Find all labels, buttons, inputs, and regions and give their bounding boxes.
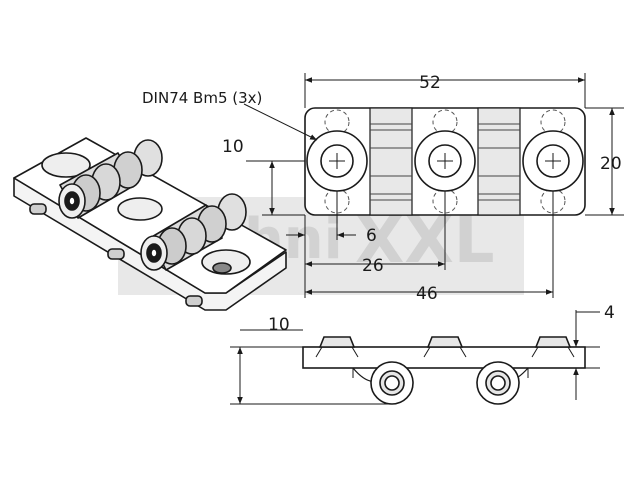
dimension-hole-to-edge: 10 <box>222 137 244 157</box>
dimension-height: 20 <box>600 154 622 174</box>
dimension-plate-thickness: 4 <box>604 303 615 323</box>
top-view <box>304 107 586 216</box>
dimension-to-center-hole: 26 <box>362 256 384 276</box>
top-view-dimension-text: 52 20 10 6 26 46 DIN74 Bm5 (3x) <box>142 73 622 304</box>
isometric-view <box>13 137 287 311</box>
dimension-to-last-hole: 46 <box>416 284 438 304</box>
dimension-edge-to-axis: 6 <box>366 226 377 246</box>
side-view-dimensions <box>230 310 600 405</box>
dimension-overall-length: 52 <box>419 73 441 93</box>
side-view-dimension-text: 10 4 <box>268 303 615 335</box>
side-view <box>302 336 586 405</box>
screw-callout: DIN74 Bm5 (3x) <box>142 89 262 107</box>
dimension-side-height: 10 <box>268 315 290 335</box>
top-view-dimensions <box>243 73 624 298</box>
